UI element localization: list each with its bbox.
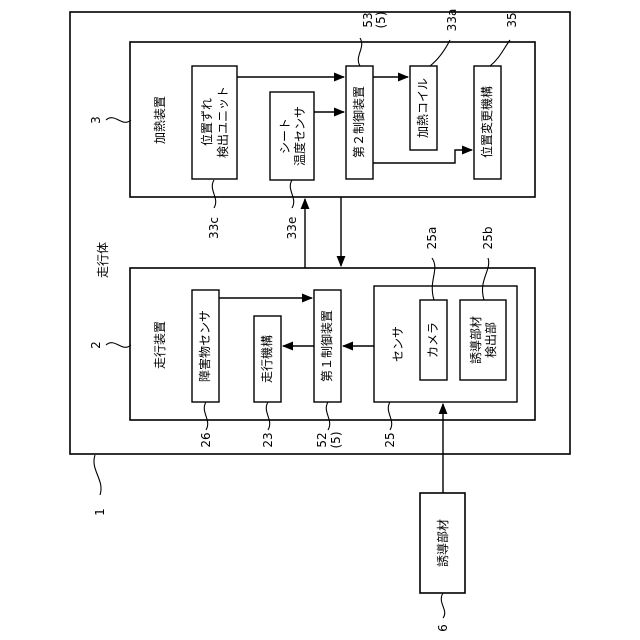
ref-2: 2	[89, 341, 103, 349]
ref-53-sub: (5)	[374, 12, 388, 29]
traveling-body-label: 走行体	[96, 242, 110, 278]
leader-6	[441, 593, 444, 618]
ref-23: 23	[261, 432, 275, 447]
camera-label: カメラ	[426, 322, 440, 358]
second-control-label: 第２制御装置	[351, 86, 366, 158]
ref-52-sub: (5)	[329, 432, 343, 449]
ref-35: 35	[505, 12, 519, 27]
ref-26: 26	[199, 432, 213, 447]
guide-member-label: 誘導部材	[435, 519, 450, 567]
ref-25b: 25b	[481, 227, 495, 250]
ref-6: 6	[436, 624, 450, 632]
ref-25: 25	[383, 432, 397, 447]
ref-3: 3	[89, 116, 103, 124]
ref-53: 53	[361, 12, 375, 27]
sheet-temp-label-2: 温度センサ	[292, 106, 307, 166]
ref-25a: 25a	[425, 227, 439, 250]
first-control-label: 第１制御装置	[319, 310, 334, 382]
leader-1	[94, 455, 101, 495]
guide-member-detection-unit	[460, 300, 506, 380]
ref-1: 1	[93, 508, 107, 516]
ref-52: 52	[315, 432, 329, 447]
sensor-group-label: センサ	[391, 326, 405, 362]
position-change-label: 位置変更機構	[479, 86, 494, 158]
heating-coil-label: 加熱コイル	[416, 78, 430, 138]
ref-33c: 33c	[207, 217, 221, 239]
travel-mechanism-label: 走行機構	[259, 335, 274, 383]
traveling-device-title: 走行装置	[153, 321, 167, 369]
position-shift-detection-unit	[192, 66, 237, 179]
sheet-temperature-sensor	[270, 92, 314, 180]
heating-device-title: 加熱装置	[153, 96, 167, 144]
obstacle-sensor-label: 障害物センサ	[197, 310, 212, 382]
ref-33a: 33a	[445, 9, 459, 32]
ref-33e: 33e	[285, 217, 299, 240]
position-shift-label-2: 検出ユニット	[216, 86, 230, 158]
position-shift-label-1: 位置ずれ	[199, 98, 214, 146]
sheet-temp-label-1: シート	[278, 118, 292, 154]
guide-detect-label-2: 検出部	[483, 322, 498, 358]
guide-detect-label-1: 誘導部材	[468, 316, 483, 364]
